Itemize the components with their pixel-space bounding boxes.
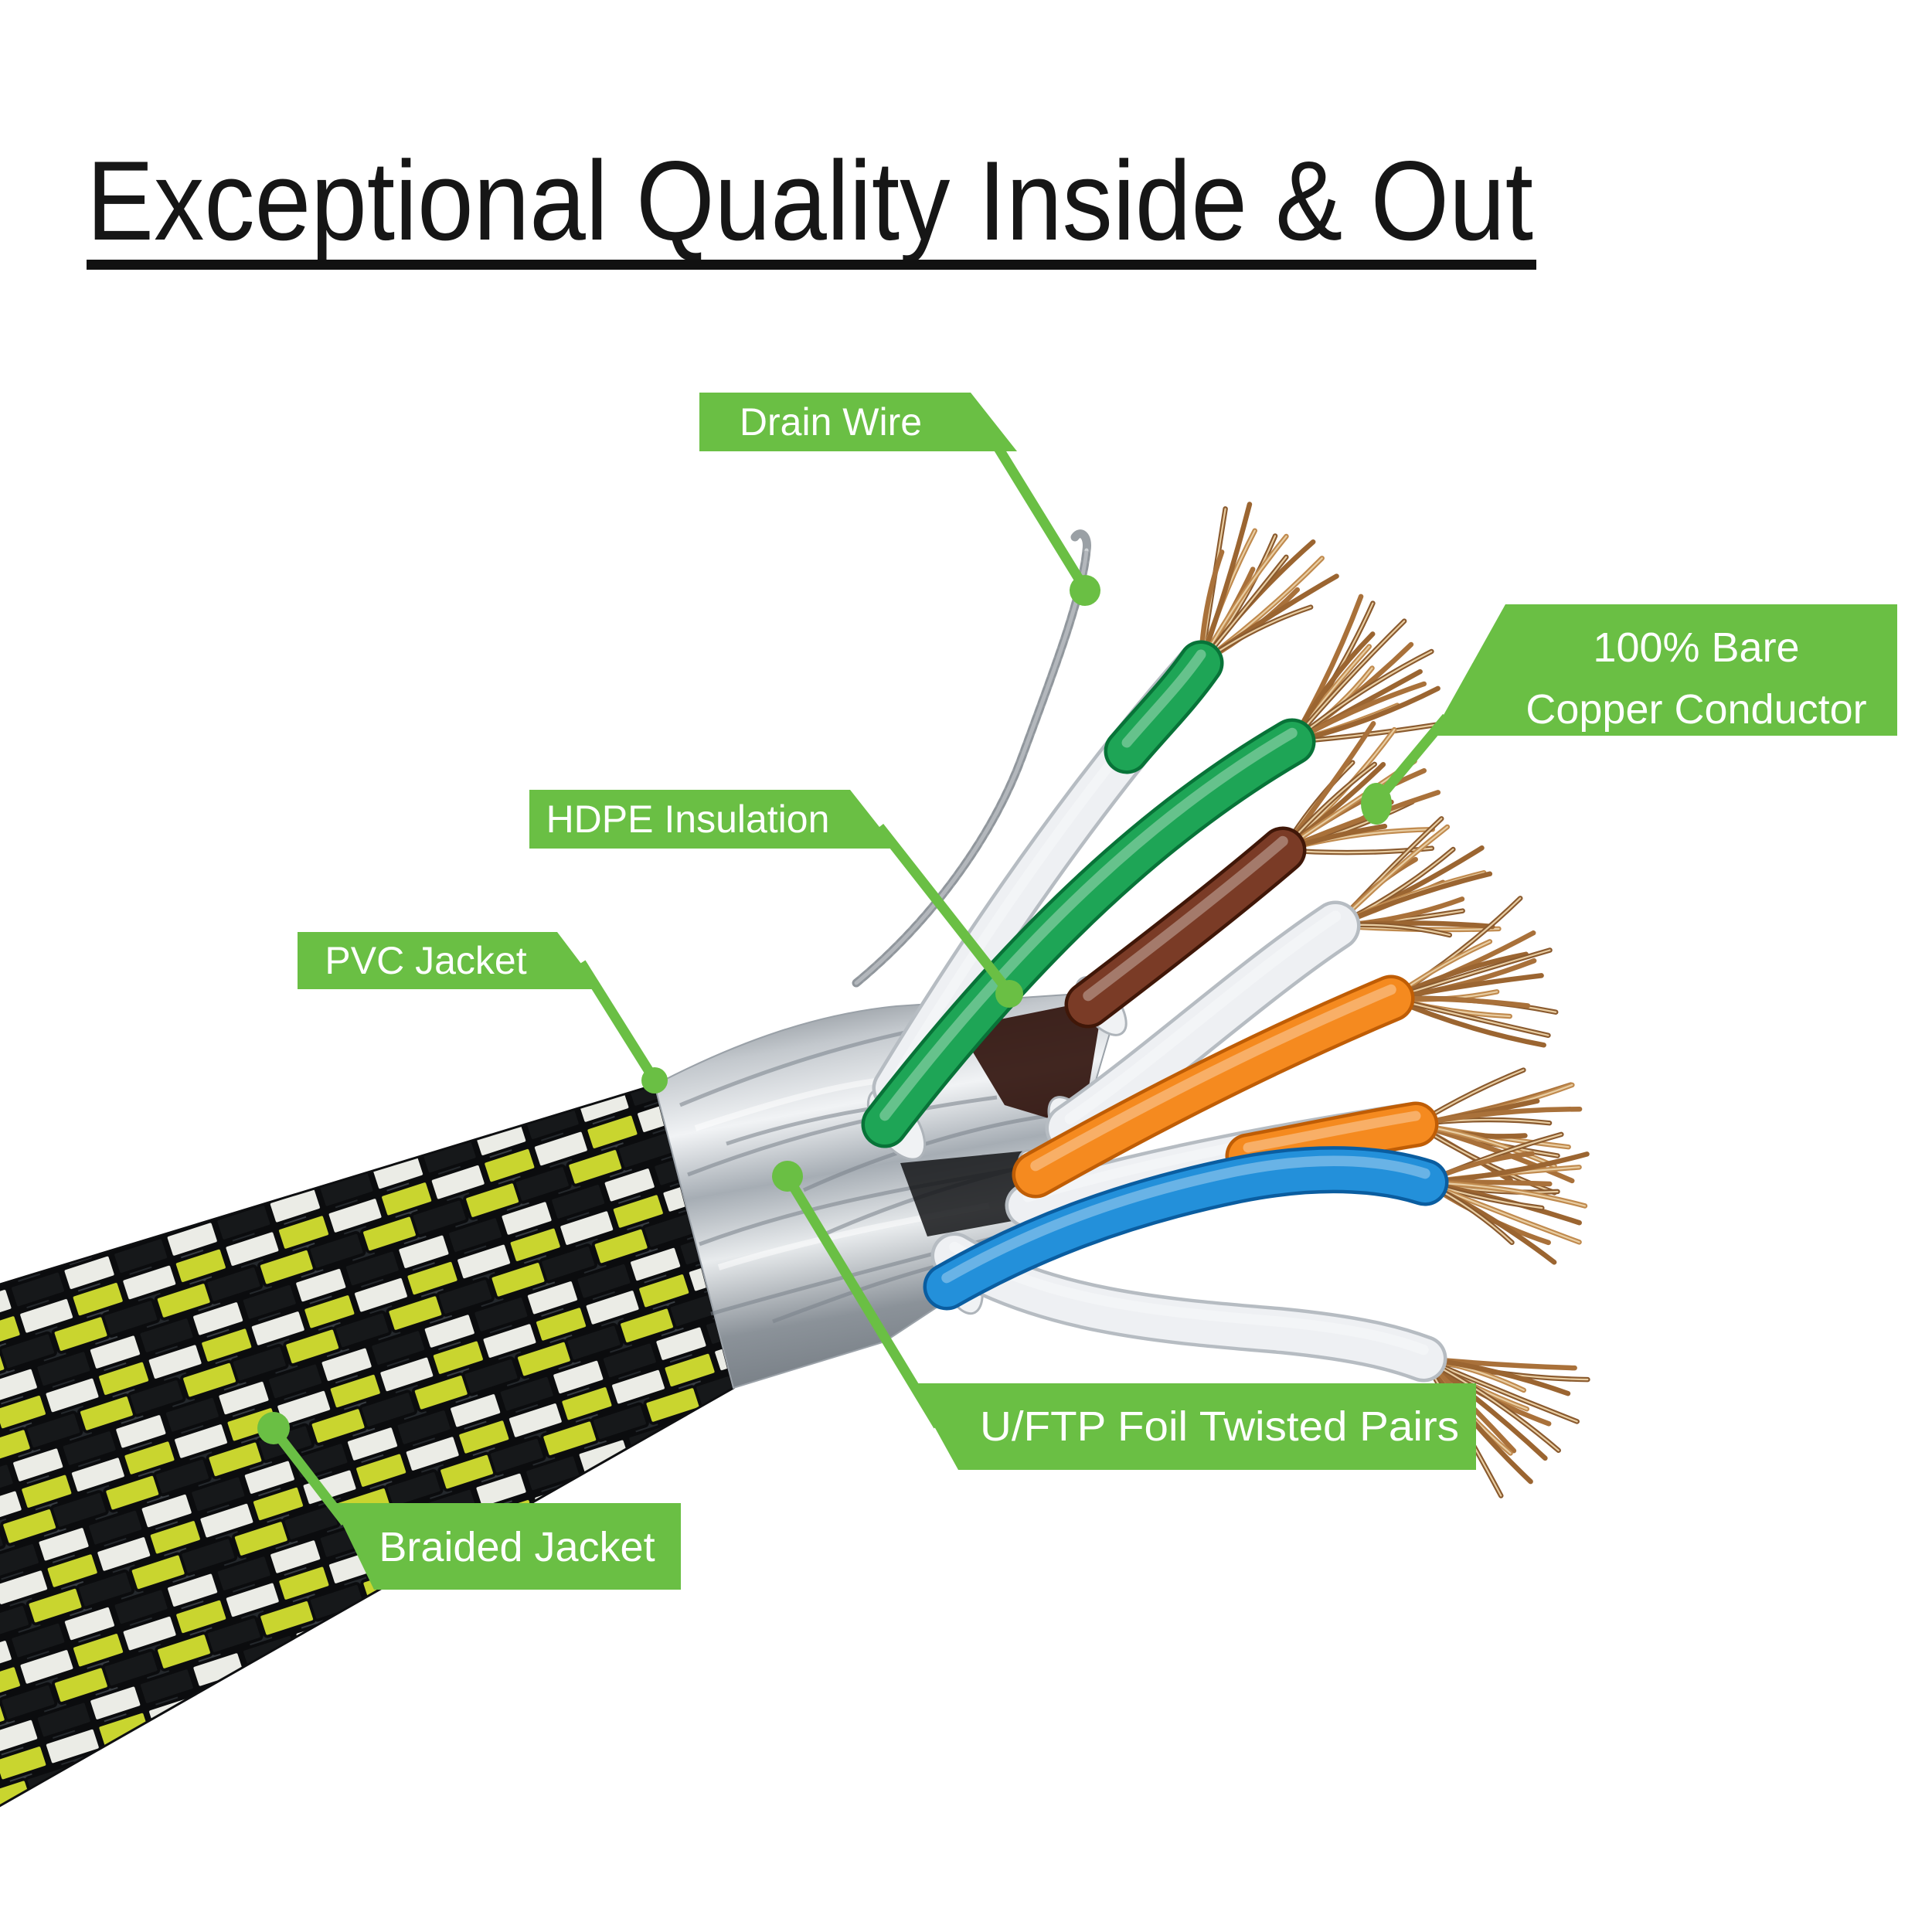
title-underline	[87, 260, 1536, 270]
wire-brown	[1064, 826, 1307, 1029]
braided-cable	[0, 1083, 735, 1808]
wire-orange	[1012, 975, 1415, 1199]
label-text: Braided Jacket	[379, 1524, 655, 1570]
label-hdpe-insulation: HDPE Insulation	[529, 790, 1023, 1008]
leader-line	[270, 1428, 350, 1526]
label-box	[298, 932, 600, 989]
wire-white-blue-pair	[930, 1232, 1447, 1383]
wire-green-tip	[1104, 640, 1224, 774]
label-text: PVC Jacket	[325, 939, 526, 982]
label-text: 100% Bare	[1593, 624, 1799, 671]
leader-line	[875, 823, 1014, 996]
foil-twisted-pairs	[861, 640, 1449, 1383]
copper-fray	[1422, 1131, 1590, 1265]
leader-dot	[257, 1412, 290, 1444]
label-box	[699, 393, 1017, 451]
wire-white-brown-pair	[1045, 900, 1361, 1154]
leader-dot	[1361, 783, 1392, 825]
copper-fray	[1198, 502, 1339, 666]
leader-dot	[1070, 575, 1100, 606]
drain-wire	[852, 529, 1091, 988]
label-text: HDPE Insulation	[546, 798, 830, 841]
label-box	[332, 1503, 681, 1590]
label-pvc-jacket: PVC Jacket	[298, 932, 668, 1094]
label-uftp-pairs: U/FTP Foil Twisted Pairs	[772, 1161, 1476, 1470]
leader-dot	[641, 1067, 668, 1094]
label-text: Drain Wire	[740, 400, 922, 444]
leader-dot	[995, 980, 1023, 1008]
label-bare-copper-conductor: 100% Bare Copper Conductor	[1361, 604, 1897, 825]
copper-fray	[1289, 594, 1458, 745]
leader-dot	[772, 1161, 803, 1192]
label-box	[1432, 604, 1897, 736]
label-text: Copper Conductor	[1526, 686, 1866, 733]
foil-shadow-wedge	[958, 998, 1104, 1128]
label-box	[910, 1383, 1476, 1470]
label-braided-jacket: Braided Jacket	[257, 1412, 681, 1590]
page-title: Exceptional Quality Inside & Out	[87, 138, 1533, 264]
foil-shadow-wedge	[900, 1150, 1036, 1236]
label-drain-wire: Drain Wire	[699, 393, 1100, 606]
label-box	[529, 790, 896, 849]
wire-blue	[923, 1146, 1449, 1311]
label-text: U/FTP Foil Twisted Pairs	[980, 1403, 1459, 1450]
wire-green	[861, 718, 1316, 1148]
